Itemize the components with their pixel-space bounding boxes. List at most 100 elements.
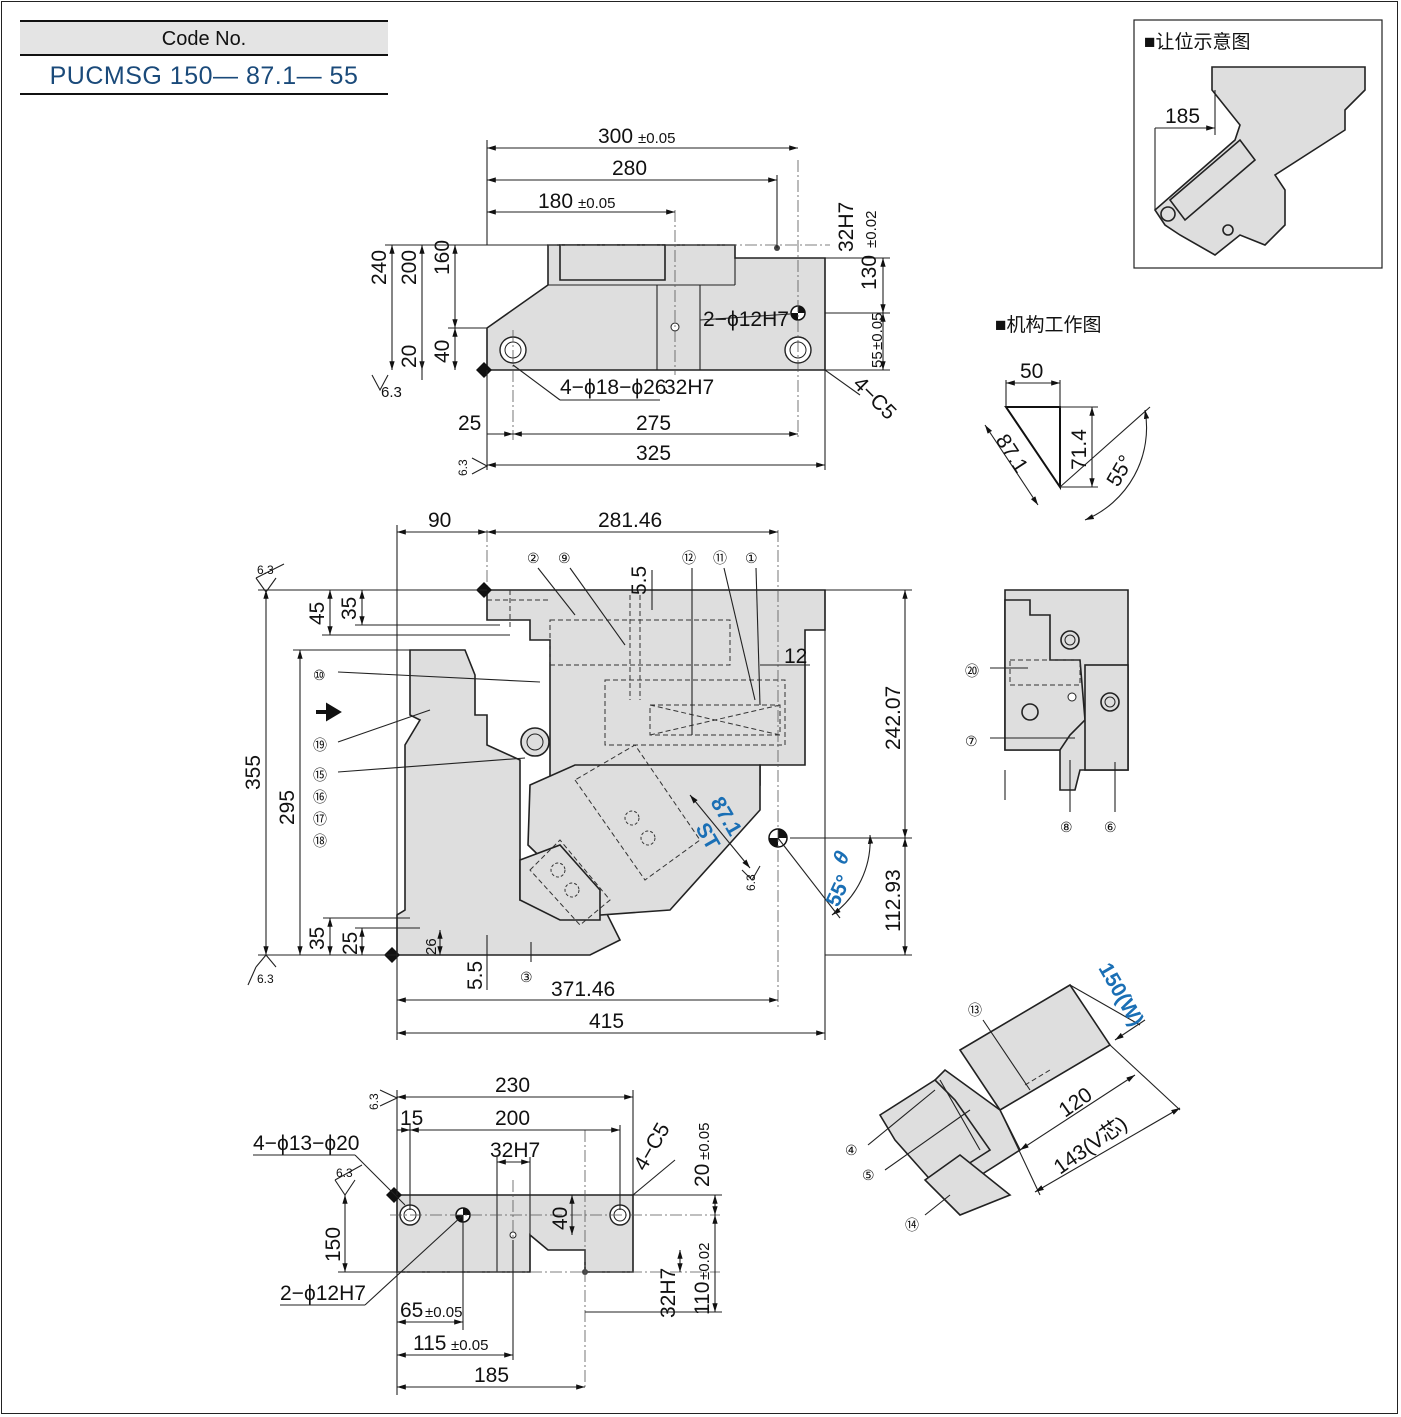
front-35-top: 35	[338, 597, 361, 620]
bottom-150: 150	[322, 1227, 345, 1262]
top-32h7-right: 32H7	[835, 202, 858, 252]
bottom-rough-2: 6.3	[336, 1166, 353, 1180]
front-angle: 55°	[822, 872, 856, 911]
front-theta: θ	[829, 848, 855, 869]
iso-120: 120	[1055, 1083, 1097, 1122]
top-280: 280	[612, 157, 647, 180]
top-275: 275	[636, 412, 671, 435]
mech-50: 50	[1020, 360, 1043, 383]
mechanism-title: ■机构工作图	[995, 314, 1101, 336]
top-180-tol: ±0.05	[578, 195, 615, 212]
top-55: 55	[869, 351, 886, 368]
top-130: 130	[858, 255, 881, 290]
front-415: 415	[589, 1010, 624, 1033]
top-20: 20	[398, 345, 421, 368]
side-item-7: ⑦	[965, 733, 978, 749]
front-55-top: 5.5	[628, 566, 651, 595]
bottom-65: 65	[400, 1299, 423, 1322]
clearance-inset: ■让位示意图 185	[1133, 19, 1383, 269]
top-25: 25	[458, 412, 481, 435]
code-number-block: Code No. PUCMSG 150— 87.1— 55	[20, 20, 388, 96]
top-4c5: 4−C5	[848, 372, 900, 424]
front-item-10: ⑩	[313, 667, 326, 683]
bottom-15: 15	[400, 1107, 423, 1130]
bottom-32h7-right: 32H7	[657, 1268, 680, 1318]
mech-714: 71.4	[1068, 429, 1091, 470]
front-item-3: ③	[520, 969, 533, 985]
mechanism-inset: ■机构工作图 50 71.4 87.1 55°	[984, 314, 1151, 521]
clearance-title: ■让位示意图	[1144, 31, 1250, 53]
bottom-view: 230 6.3 15 200 32H7 4−ϕ13−ϕ20 6.3 4−C5 2…	[253, 1074, 722, 1395]
top-4phi18: 4−ϕ18−ϕ26	[560, 376, 666, 399]
bottom-20: 20	[691, 1164, 714, 1187]
bottom-4phi13: 4−ϕ13−ϕ20	[253, 1132, 359, 1155]
top-130-tol: ±0.02	[863, 211, 880, 248]
side-item-8: ⑧	[1060, 819, 1073, 835]
bottom-20-tol: ±0.05	[696, 1123, 713, 1160]
front-rough-bottom: 6.3	[257, 972, 274, 986]
iso-150w: 150(W)	[1094, 959, 1148, 1030]
front-25-bottom: 25	[339, 932, 362, 955]
bottom-110-tol: ±0.02	[696, 1243, 713, 1280]
front-item-1: ①	[745, 550, 758, 566]
bottom-200: 200	[495, 1107, 530, 1130]
bottom-65-tol: ±0.05	[425, 1304, 462, 1321]
isometric-view: 150(W) 120 143(V芯) ⑬ ④ ⑤ ⑭	[845, 959, 1181, 1233]
bottom-230: 230	[495, 1074, 530, 1097]
front-90: 90	[428, 509, 451, 532]
front-355: 355	[242, 755, 265, 790]
top-300: 300	[598, 125, 633, 148]
top-rough-1: 6.3	[381, 384, 402, 401]
front-37146: 371.46	[551, 978, 615, 1001]
front-item-16: ⑯	[313, 789, 327, 805]
clearance-185: 185	[1165, 105, 1200, 128]
front-item-19: ⑲	[313, 737, 327, 753]
side-detail-view: ⑳ ⑦ ⑧ ⑥	[965, 589, 1129, 835]
top-view: 300 ±0.05 280 180 ±0.05 130 ±0.02 32H7 5…	[368, 125, 901, 476]
front-28146: 281.46	[598, 509, 662, 532]
top-40: 40	[431, 340, 454, 363]
side-item-20: ⑳	[965, 663, 979, 679]
code-number: PUCMSG 150— 87.1— 55	[20, 58, 388, 95]
bottom-115-tol: ±0.05	[451, 1337, 488, 1354]
iso-item-14: ⑭	[905, 1217, 919, 1233]
top-55-tol: ±0.05	[869, 313, 886, 350]
front-24207: 242.07	[882, 686, 905, 750]
top-2phi12: 2−ϕ12H7	[703, 308, 789, 331]
front-45: 45	[306, 602, 329, 625]
top-300-tol: ±0.05	[638, 130, 675, 147]
bottom-40: 40	[549, 1207, 572, 1230]
front-11293: 112.93	[882, 869, 905, 932]
front-rough-top: 6.3	[257, 563, 274, 577]
front-item-11: ⑪	[713, 550, 727, 566]
front-rough-slide: 6.3	[744, 874, 758, 891]
iso-item-4: ④	[845, 1142, 858, 1158]
bottom-185: 185	[474, 1364, 509, 1387]
front-26: 26	[423, 938, 440, 955]
mech-55: 55°	[1102, 451, 1138, 490]
code-header: Code No.	[20, 20, 388, 56]
front-item-12: ⑫	[682, 550, 696, 566]
front-295: 295	[276, 790, 299, 825]
top-200: 200	[398, 250, 421, 285]
top-160: 160	[431, 240, 454, 275]
bottom-rough-1: 6.3	[367, 1093, 381, 1110]
iso-item-5: ⑤	[862, 1167, 875, 1183]
front-item-18: ⑱	[313, 833, 327, 849]
top-rough-2: 6.3	[456, 459, 470, 476]
front-item-2: ②	[527, 550, 540, 566]
front-35-bottom: 35	[306, 927, 329, 950]
front-item-17: ⑰	[313, 811, 327, 827]
top-325: 325	[636, 442, 671, 465]
top-32h7-bottom: 32H7	[664, 376, 714, 399]
front-12: 12	[784, 645, 807, 668]
side-item-6: ⑥	[1104, 819, 1117, 835]
front-55-bottom: 5.5	[464, 961, 487, 990]
front-item-15: ⑮	[313, 767, 327, 783]
bottom-2phi12: 2−ϕ12H7	[280, 1282, 366, 1305]
top-180: 180	[538, 190, 573, 213]
front-item-9: ⑨	[558, 550, 571, 566]
top-240: 240	[368, 250, 391, 285]
bottom-115: 115	[413, 1332, 446, 1355]
